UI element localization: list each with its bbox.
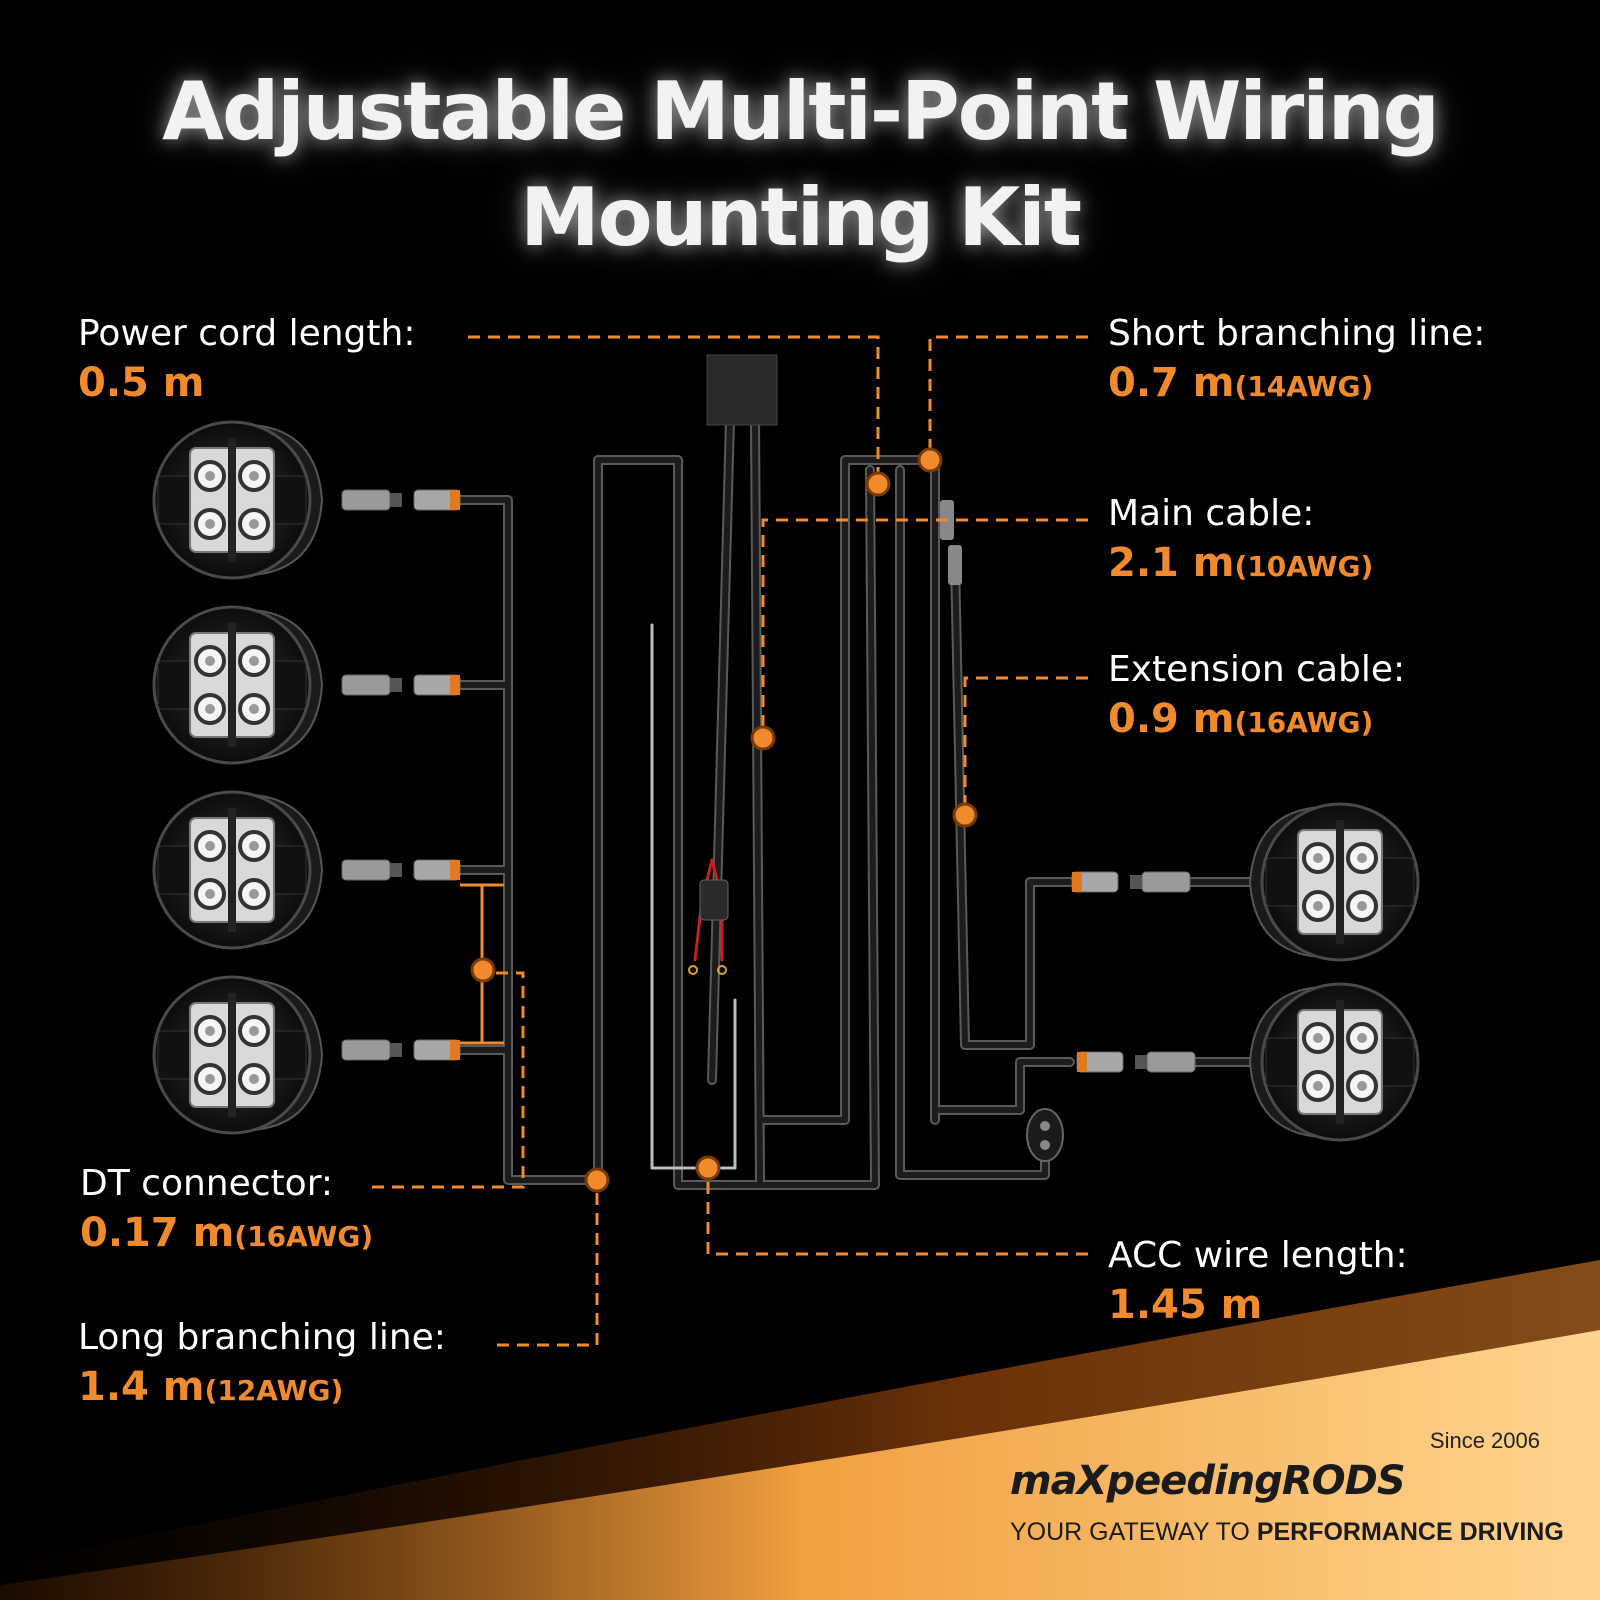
label-name: Power cord length:: [78, 313, 416, 354]
label-name: DT connector:: [80, 1163, 333, 1204]
led-pod-light-icon: [152, 605, 324, 765]
brand-tagline: YOUR GATEWAY TO PERFORMANCE DRIVING: [1010, 1518, 1564, 1547]
led-pod-light-icon: [1248, 982, 1420, 1142]
value-text: 0.9 m: [1108, 695, 1235, 742]
label-long-branch: Long branching line: 1.4 m(12AWG): [78, 1318, 446, 1412]
dt-connector-icon: [341, 1039, 461, 1061]
page-title-line-2: Mounting Kit: [520, 171, 1082, 264]
brand-logo: maXpeedingRODS: [1010, 1458, 1406, 1504]
bottom-sweep-glow: [0, 1330, 1600, 1600]
splitter-connector-icon: [948, 545, 962, 585]
label-name: Short branching line:: [1108, 313, 1486, 354]
callout-dot-power-cord: [865, 471, 891, 497]
value-text: 0.7 m: [1108, 359, 1235, 406]
led-pod-light-icon: [1248, 802, 1420, 962]
label-acc-wire: ACC wire length: 1.45 m: [1108, 1236, 1408, 1330]
awg-text: (10AWG): [1234, 549, 1374, 583]
dt-connector-icon: [1071, 871, 1191, 893]
label-dt-connector: DT connector: 0.17 m(16AWG): [80, 1164, 373, 1258]
ring-terminal-icon: [717, 965, 727, 975]
page-title-line-1: Adjustable Multi-Point Wiring: [162, 65, 1440, 158]
label-extension-cable: Extension cable: 0.9 m(16AWG): [1108, 650, 1405, 744]
ring-terminal-icon: [688, 965, 698, 975]
label-value: 0.17 m(16AWG): [80, 1208, 373, 1258]
value-text: 0.17 m: [80, 1209, 235, 1256]
relay-box-icon: [706, 354, 778, 426]
callout-dot-dt-connector: [470, 957, 496, 983]
label-name: Long branching line:: [78, 1317, 446, 1358]
callout-dot-acc-wire: [695, 1155, 721, 1181]
dt-connector-icon: [341, 674, 461, 696]
label-power-cord: Power cord length: 0.5 m: [78, 314, 415, 408]
label-value: 0.7 m(14AWG): [1108, 358, 1485, 408]
brand-since: Since 2006: [1429, 1428, 1540, 1453]
label-name: Main cable:: [1108, 493, 1315, 534]
callout-dot-extension: [952, 802, 978, 828]
rocker-switch-icon: [1026, 1108, 1064, 1162]
tagline-bold: PERFORMANCE DRIVING: [1256, 1518, 1564, 1546]
label-short-branch: Short branching line: 0.7 m(14AWG): [1108, 314, 1485, 408]
dt-connector-icon: [1076, 1051, 1196, 1073]
label-main-cable: Main cable: 2.1 m(10AWG): [1108, 494, 1373, 588]
label-name: ACC wire length:: [1108, 1235, 1408, 1276]
awg-text: (16AWG): [1234, 705, 1374, 739]
label-value: 0.9 m(16AWG): [1108, 694, 1405, 744]
led-pod-light-icon: [152, 790, 324, 950]
callout-dot-main-cable: [750, 725, 776, 751]
awg-text: (14AWG): [1234, 369, 1374, 403]
callout-dots: [470, 447, 978, 1193]
value-text: 2.1 m: [1108, 539, 1235, 586]
label-value: 1.4 m(12AWG): [78, 1362, 446, 1412]
value-text: 1.4 m: [78, 1363, 205, 1410]
label-value: 1.45 m: [1108, 1280, 1408, 1330]
tagline-plain: YOUR GATEWAY TO: [1010, 1518, 1257, 1546]
dt-connector-icon: [341, 859, 461, 881]
value-text: 1.45 m: [1108, 1281, 1263, 1328]
label-value: 0.5 m: [78, 358, 415, 408]
callout-leaders: [372, 335, 1088, 1347]
callout-dot-long-branch: [584, 1167, 610, 1193]
awg-text: (12AWG): [204, 1373, 344, 1407]
led-pod-light-icon: [152, 975, 324, 1135]
awg-text: (16AWG): [234, 1219, 374, 1253]
dt-connector-icon: [341, 489, 461, 511]
fuse-holder-icon: [699, 879, 729, 921]
label-name: Extension cable:: [1108, 649, 1406, 690]
callout-dot-short-branch: [917, 447, 943, 473]
value-text: 0.5 m: [78, 359, 205, 406]
led-pod-light-icon: [152, 420, 324, 580]
label-value: 2.1 m(10AWG): [1108, 538, 1373, 588]
